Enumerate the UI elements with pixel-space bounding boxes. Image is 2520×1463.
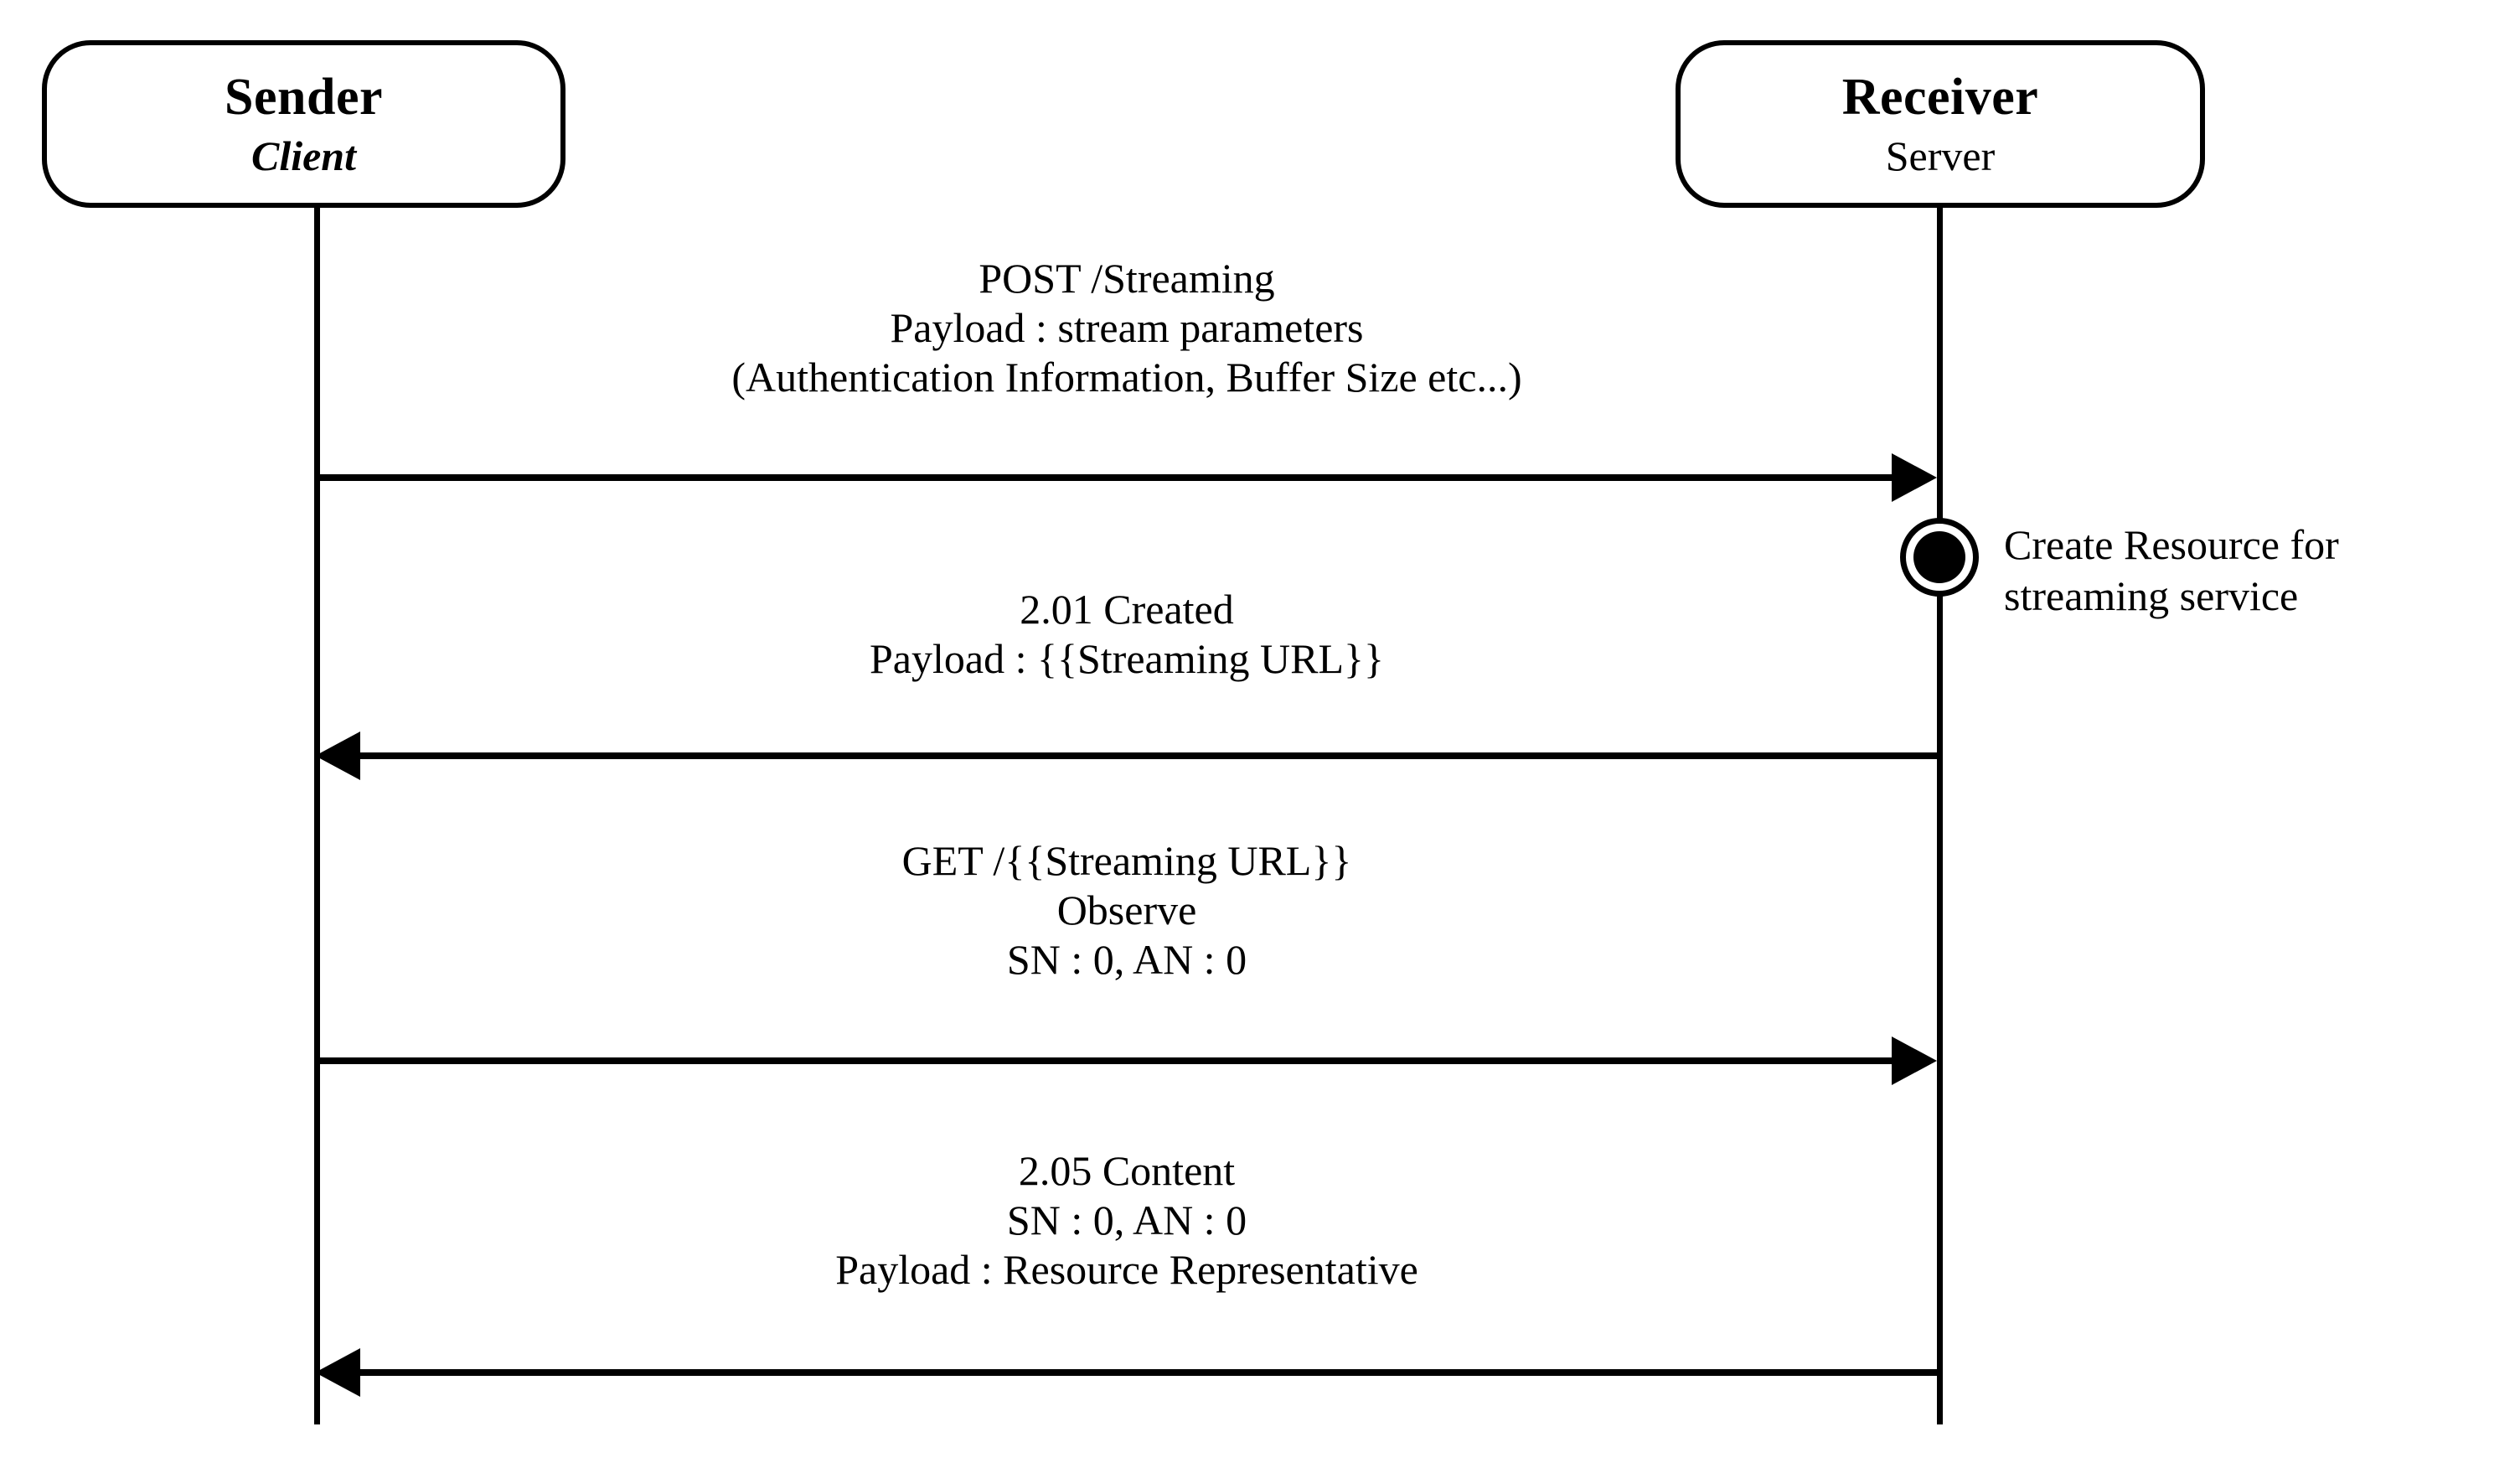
participant-title-receiver: Receiver (1841, 69, 2039, 126)
arrowhead-right-icon-1 (1892, 453, 1937, 502)
message-label-4: 2.05 Content SN : 0, AN : 0 Payload : Re… (317, 1146, 1937, 1295)
message-3-line-2: Observe (1056, 887, 1197, 933)
participant-box-sender[interactable]: Sender Client (42, 40, 565, 208)
message-arrow-2 (360, 752, 1939, 759)
message-2-line-2: Payload : {{Streaming URL}} (870, 635, 1384, 682)
annotation-create-resource: Create Resource for streaming service (2004, 520, 2339, 622)
participant-title-sender: Sender (225, 69, 383, 126)
message-label-2: 2.01 Created Payload : {{Streaming URL}} (317, 585, 1937, 684)
message-arrow-4 (360, 1369, 1939, 1376)
lifeline-receiver (1937, 208, 1943, 1424)
message-1-line-2: Payload : stream parameters (890, 304, 1364, 351)
annotation-line-1: Create Resource for (2004, 521, 2339, 568)
lifeline-sender (314, 208, 320, 1424)
state-marker-inner-disc (1913, 531, 1965, 583)
message-2-line-1: 2.01 Created (1020, 586, 1234, 633)
message-label-3: GET /{{Streaming URL}} Observe SN : 0, A… (317, 836, 1937, 985)
arrowhead-right-icon-3 (1892, 1037, 1937, 1085)
message-label-1: POST /Streaming Payload : stream paramet… (317, 254, 1937, 402)
message-3-line-3: SN : 0, AN : 0 (1006, 936, 1247, 983)
message-4-line-2: SN : 0, AN : 0 (1006, 1197, 1247, 1243)
arrowhead-left-icon-4 (315, 1348, 360, 1397)
message-3-line-1: GET /{{Streaming URL}} (901, 837, 1352, 884)
message-arrow-1 (317, 474, 1893, 481)
message-arrow-3 (317, 1057, 1893, 1064)
participant-box-receiver[interactable]: Receiver Server (1676, 40, 2205, 208)
message-1-line-3: (Authentication Information, Buffer Size… (731, 354, 1522, 401)
participant-subtitle-sender: Client (250, 132, 357, 179)
state-marker-create-resource (1900, 518, 1979, 597)
annotation-line-2: streaming service (2004, 572, 2299, 619)
message-1-line-1: POST /Streaming (979, 255, 1275, 302)
arrowhead-left-icon-2 (315, 732, 360, 780)
message-4-line-3: Payload : Resource Representative (835, 1246, 1418, 1293)
message-4-line-1: 2.05 Content (1018, 1147, 1236, 1194)
participant-subtitle-receiver: Server (1885, 132, 1996, 179)
